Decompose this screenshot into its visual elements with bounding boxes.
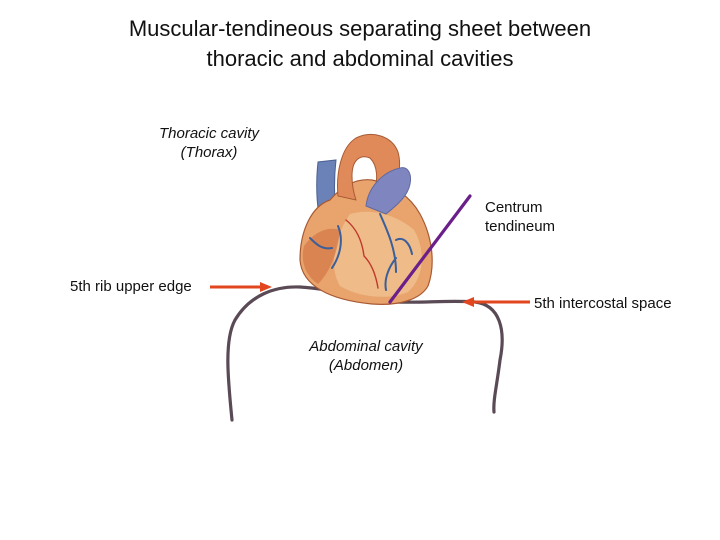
rib-edge-label: 5th rib upper edge <box>70 277 215 296</box>
abdominal-cavity-label: Abdominal cavity (Abdomen) <box>290 337 442 375</box>
thoracic-line-1: Thoracic cavity <box>158 125 260 142</box>
title-line-1: Muscular-tendineous separating sheet bet… <box>128 16 592 41</box>
centrum-pointer-line <box>388 194 472 304</box>
abdominal-line-2: (Abdomen) <box>328 357 404 374</box>
centrum-tendineum-label: Centrum tendineum <box>485 198 605 236</box>
title-line-2: thoracic and abdominal cavities <box>206 46 514 71</box>
ventricle-region <box>334 211 422 297</box>
pulmonary-trunk <box>365 167 411 215</box>
thoracic-line-2: (Thorax) <box>180 144 238 161</box>
page-title: Muscular-tendineous separating sheet bet… <box>0 14 720 74</box>
centrum-line-2: tendineum <box>485 218 556 235</box>
coronary-vessels <box>309 213 413 291</box>
rib-arrow-head <box>260 282 272 292</box>
thoracic-cavity-label: Thoracic cavity (Thorax) <box>140 124 278 162</box>
intercostal-arrow-head <box>462 297 474 307</box>
centrum-line-1: Centrum <box>485 199 543 216</box>
rib-edge-text: 5th rib upper edge <box>70 278 192 295</box>
intercostal-text: 5th intercostal space <box>534 295 672 312</box>
intercostal-label: 5th intercostal space <box>534 294 704 313</box>
abdominal-line-1: Abdominal cavity <box>309 338 423 355</box>
muscle-shading <box>302 228 340 284</box>
coronary-artery <box>345 219 379 289</box>
heart-illustration <box>299 134 433 305</box>
